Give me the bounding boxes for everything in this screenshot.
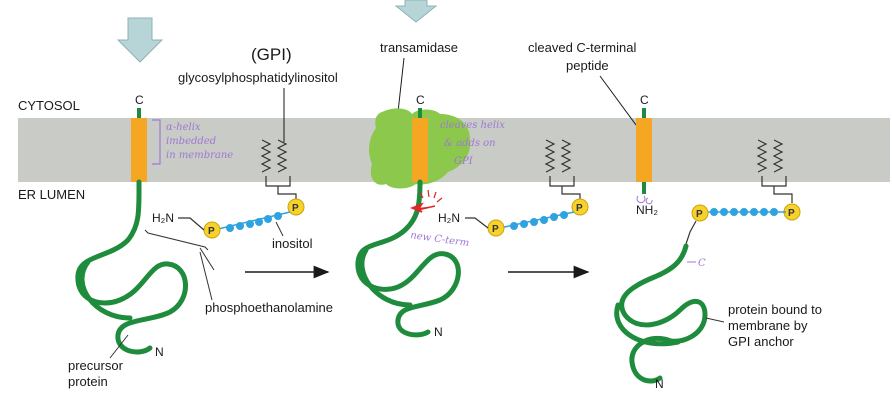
phosphate-3b (691, 204, 709, 222)
svg-text:P: P (576, 203, 583, 214)
nh2-label: NH₂ (636, 203, 658, 217)
sugar-chain-3 (704, 208, 786, 216)
svg-text:P: P (696, 209, 703, 220)
alpha-helix-2 (412, 118, 428, 182)
sugar-chain-1 (213, 211, 291, 232)
cleaved-peptide-helix (636, 118, 652, 182)
annotation-1-line2: imbedded (166, 136, 216, 147)
annotation-4: C (698, 258, 706, 269)
c-terminus-label-1: C (135, 93, 144, 107)
svg-text:P: P (208, 226, 215, 237)
cleavage-highlight (409, 189, 443, 213)
panel-anchored-protein: C NH₂ P P N C p (614, 93, 822, 391)
svg-text:P: P (788, 208, 795, 219)
h2n-label-1: H₂N (152, 211, 174, 225)
annotation-3: new C-term (410, 230, 470, 249)
precursor-label-2: protein (68, 374, 108, 389)
gpi-abbrev-label: (GPI) (251, 45, 292, 64)
bound-label-2: membrane by (728, 318, 808, 333)
phosphoethanolamine-label: phosphoethanolamine (205, 300, 333, 315)
er-lumen-label: ER LUMEN (18, 187, 85, 202)
transamidase-leader (397, 57, 405, 113)
cleaved-peptide-label-2: peptide (566, 58, 609, 73)
svg-text:P: P (292, 203, 299, 214)
step-arrow-middle (394, 0, 438, 23)
n-terminus-label-3: N (655, 377, 664, 391)
bound-label-1: protein bound to (728, 302, 822, 317)
cleaved-peptide-label-1: cleaved C-terminal (528, 40, 636, 55)
n-terminus-label-1: N (155, 345, 164, 359)
panel-transamidase: C N P P H₂N (355, 93, 589, 339)
sugar-chain-2 (499, 211, 575, 230)
n-terminus-label-2: N (434, 325, 443, 339)
transamidase-label: transamidase (380, 40, 458, 55)
annotation-2-line1: cleaves helix (440, 120, 505, 131)
step-arrow-left (116, 17, 164, 63)
svg-text:P: P (492, 224, 499, 235)
phosphate-2a (571, 198, 589, 216)
c-terminus-label-3: C (640, 93, 649, 107)
annotation-2-line3: GPI (454, 156, 474, 167)
gpi-anchor-3 (756, 139, 793, 203)
annotation-1-line3: in membrane (166, 150, 233, 161)
cleaved-leader (599, 75, 637, 126)
gpi-full-label: glycosylphosphatidylinositol (178, 70, 338, 85)
alpha-helix-1 (131, 118, 147, 182)
anchored-chain (619, 243, 708, 384)
bound-label-3: GPI anchor (728, 334, 794, 349)
cytosol-label: CYTOSOL (18, 98, 80, 113)
annotation-2-line2: & adds on (444, 138, 496, 149)
processing-chain (355, 179, 461, 338)
annotation-1-line1: α-helix (166, 122, 201, 133)
panel-precursor: C N P P H₂N inositol ph (68, 93, 333, 389)
phosphate-1a (287, 198, 305, 216)
precursor-label-1: precursor (68, 358, 124, 373)
c-terminus-label-2: C (416, 93, 425, 107)
inositol-label: inositol (272, 236, 313, 251)
h2n-label-2: H₂N (438, 211, 460, 225)
precursor-chain (75, 179, 188, 355)
